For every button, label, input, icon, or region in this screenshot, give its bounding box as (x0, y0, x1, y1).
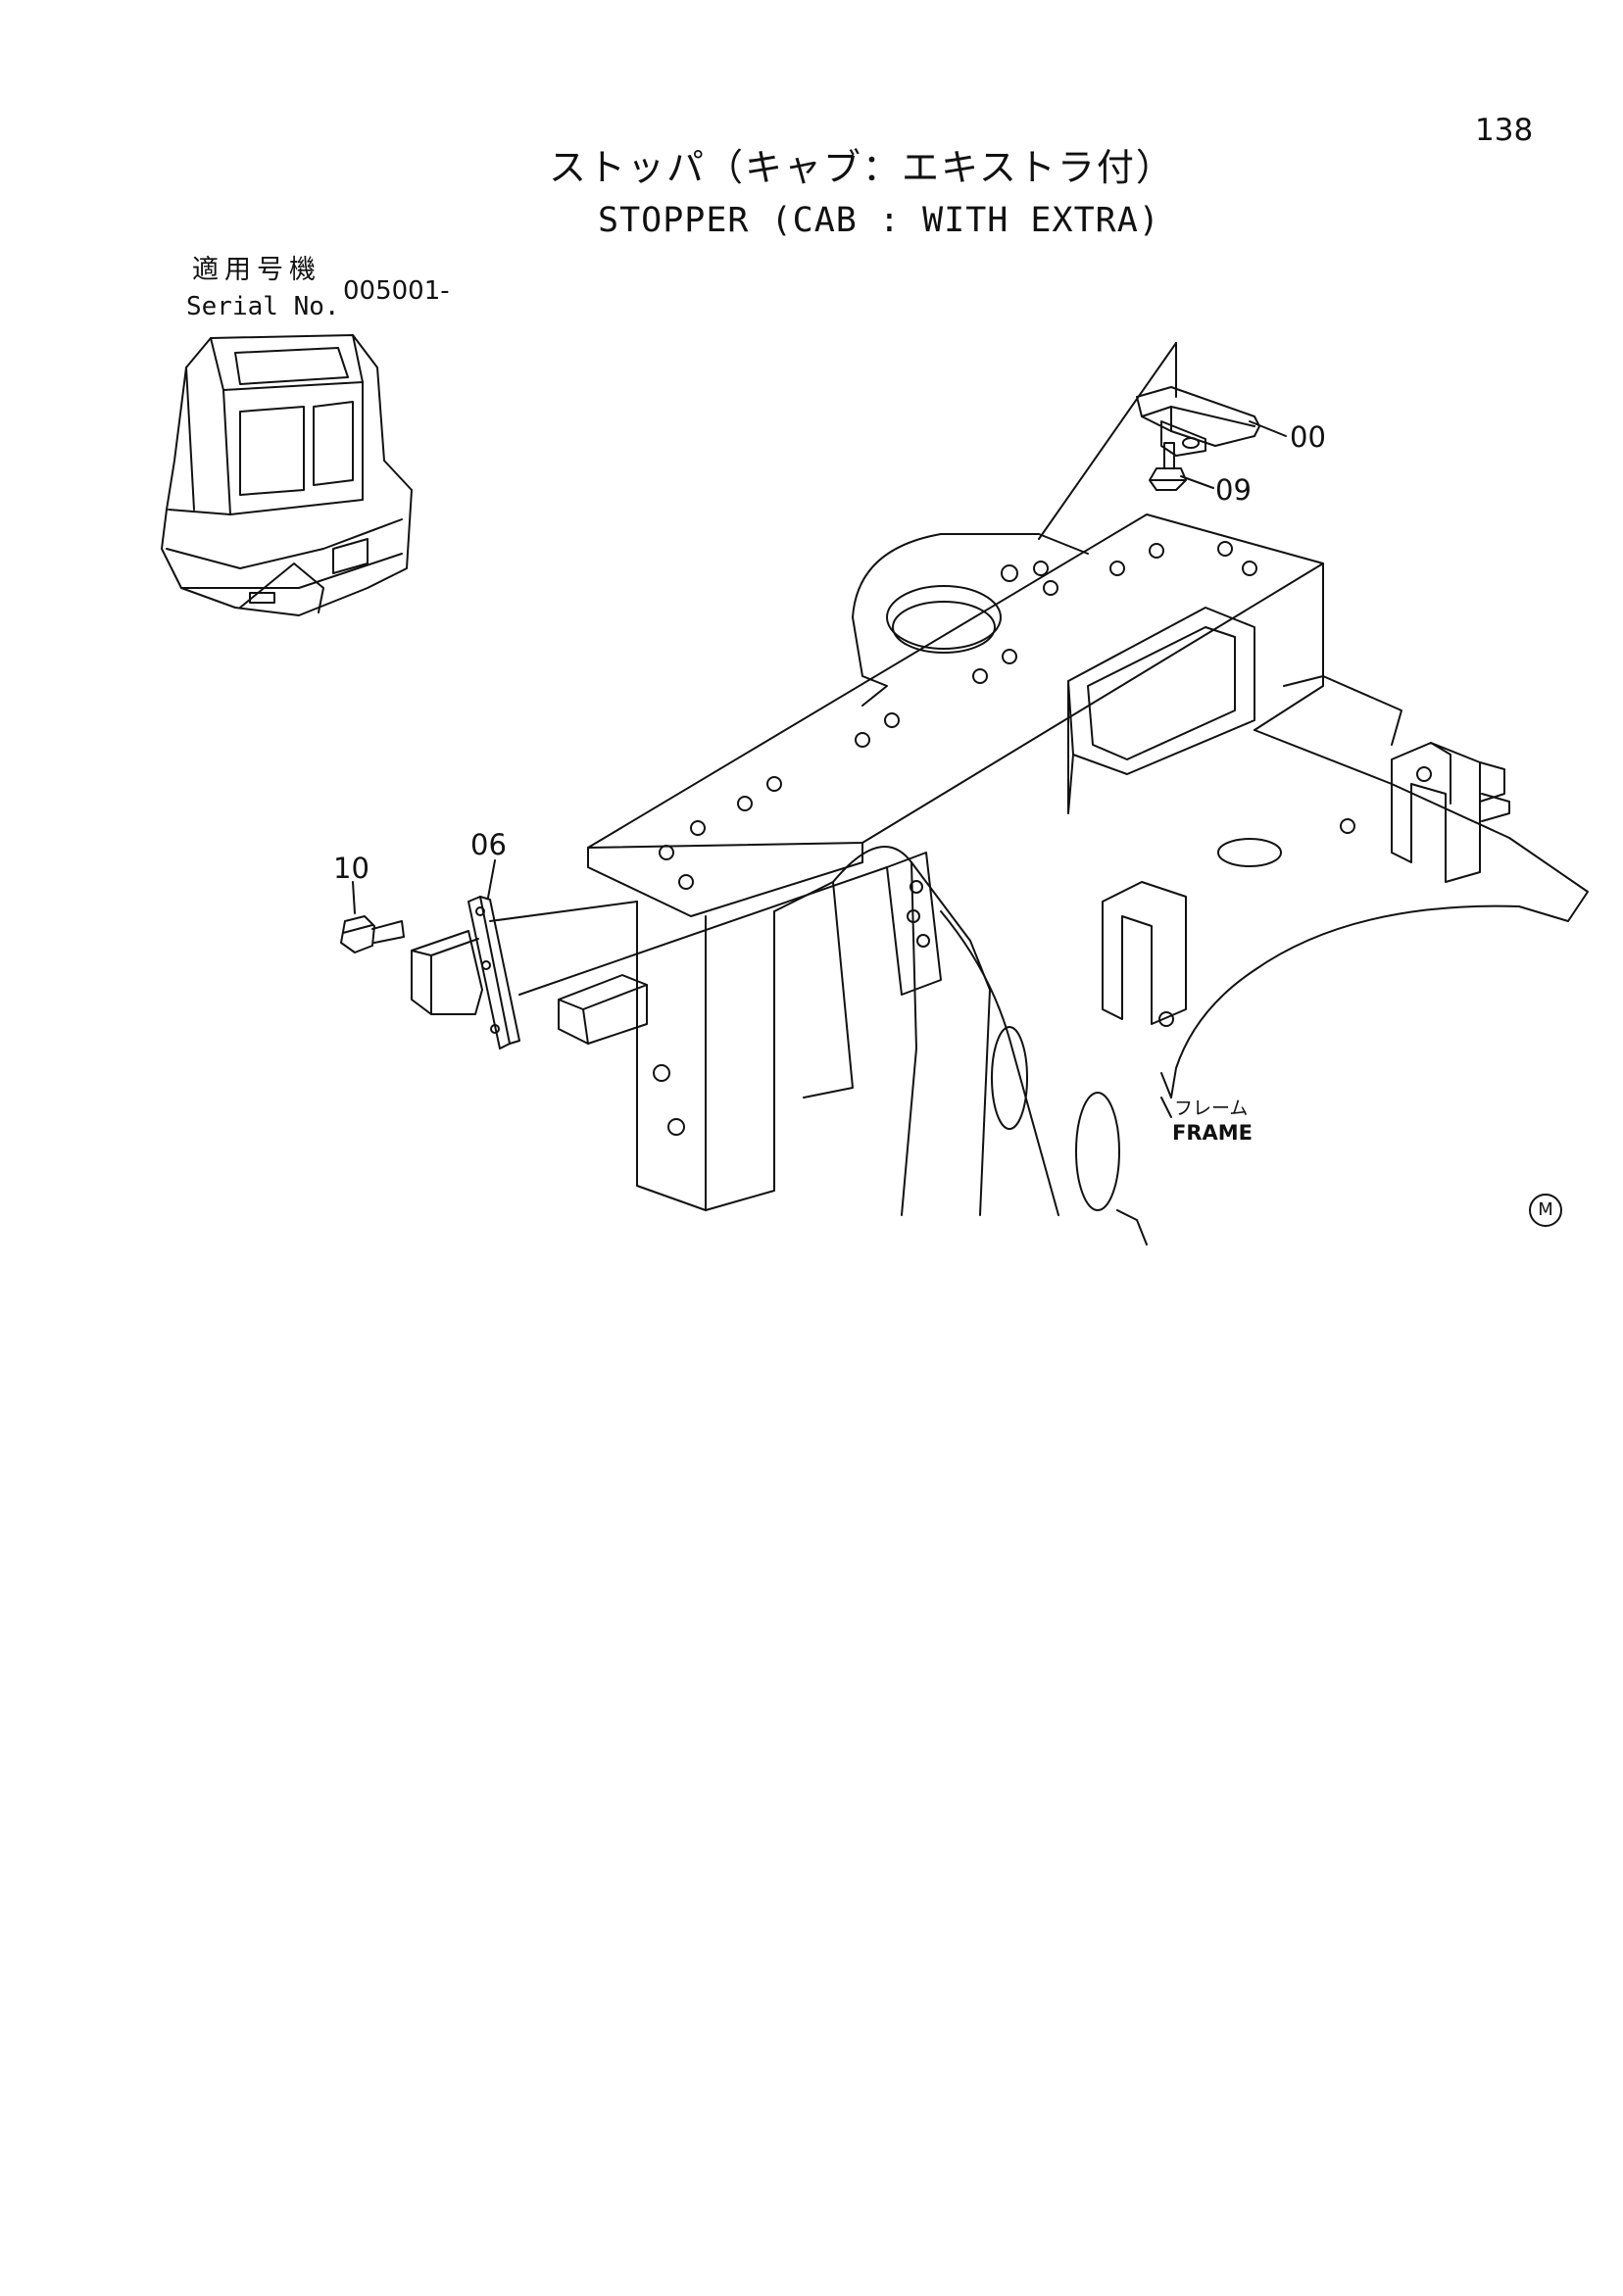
frame-label-english: FRAME (1172, 1121, 1254, 1145)
serial-label-japanese: 適用号機 (192, 255, 321, 285)
bolt-part-10 (340, 915, 405, 953)
cab-thumbnail (161, 334, 413, 616)
bolt-part-09 (1149, 442, 1187, 491)
callout-10: 10 (333, 852, 369, 885)
page-number: 138 (1475, 113, 1534, 148)
frame-label-japanese: フレーム (1174, 1098, 1249, 1119)
circled-m-mark: M (1529, 1194, 1562, 1227)
frame-body (558, 513, 1589, 1246)
stopper-part-00 (1136, 386, 1260, 457)
page-title-english: STOPPER (CAB : WITH EXTRA) (598, 201, 1160, 240)
serial-label-english: Serial No. (186, 292, 340, 321)
callout-06: 06 (470, 828, 507, 861)
serial-number-value: 005001- (343, 276, 450, 306)
stopper-part-06 (411, 896, 520, 1050)
callout-09: 09 (1215, 473, 1252, 507)
leader-lines (352, 342, 1287, 1118)
callout-00: 00 (1290, 420, 1326, 454)
page-title-japanese: ストッパ（キャブ：エキストラ付） (549, 146, 1175, 189)
